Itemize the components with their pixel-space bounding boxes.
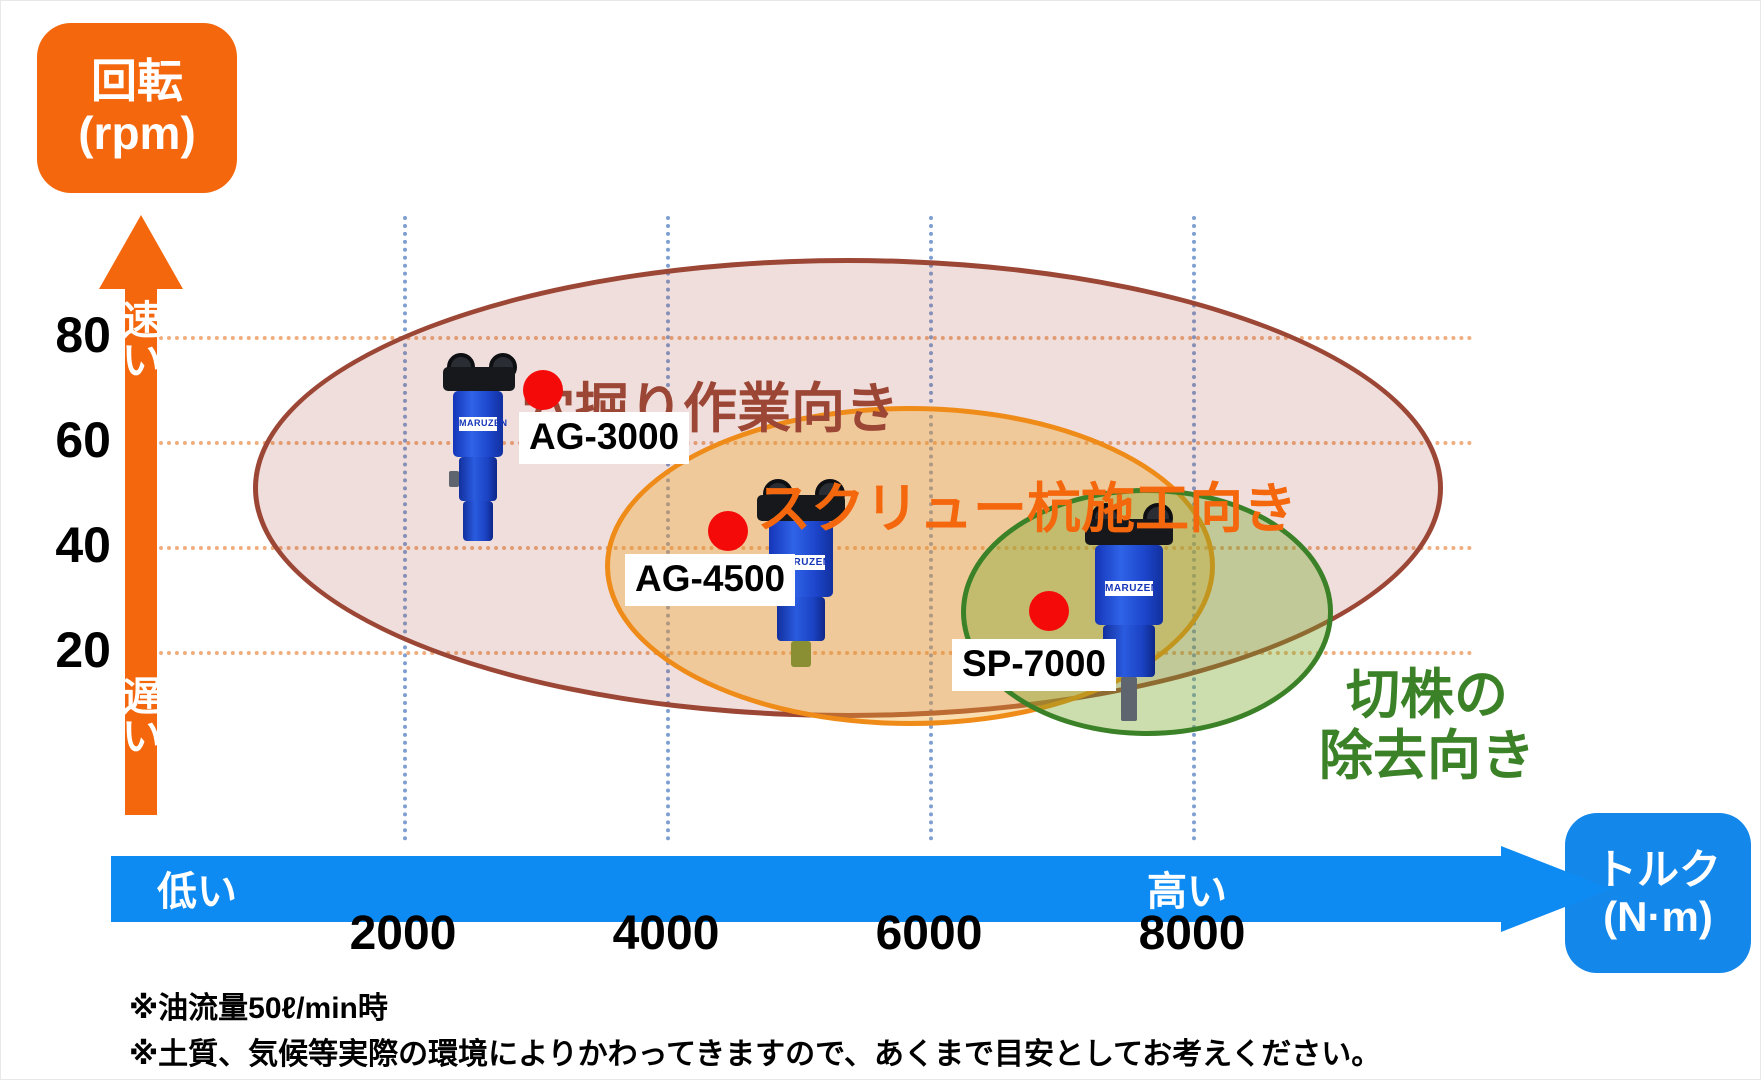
x-tick-4000: 4000 <box>612 907 720 960</box>
data-label-sp-7000: SP-7000 <box>952 639 1116 691</box>
y-axis-fast-word: 速い <box>122 299 162 383</box>
x-tick-6000: 6000 <box>875 907 983 960</box>
footnote-disclaimer: ※土質、気候等実際の環境によりかわってきますので、あくまで目安としてお考えくださ… <box>129 1038 1382 1071</box>
x-axis-low-word: 低い <box>157 870 237 914</box>
zone-title-stump-removal: 切株の 除去向き <box>1319 665 1535 786</box>
machine-illustration-ag-3000: MARUZEN <box>441 353 517 543</box>
y-axis-arrow <box>99 215 183 815</box>
data-point-ag-3000 <box>523 370 563 410</box>
y-tick-40: 40 <box>55 517 111 573</box>
y-axis-label-chip: 回転 (rpm) <box>37 23 237 193</box>
data-label-ag-4500: AG-4500 <box>625 554 796 606</box>
machine-brand: MARUZEN <box>1105 581 1159 596</box>
y-tick-20: 20 <box>55 622 111 678</box>
x-tick-8000: 8000 <box>1138 907 1246 960</box>
y-axis-slow-word: 遅い <box>122 675 162 759</box>
y-axis-label-line1: 回転 <box>91 55 183 108</box>
data-label-ag-3000: AG-3000 <box>519 412 690 464</box>
machine-brand: MARUZEN <box>459 417 507 431</box>
x-axis-arrow <box>111 846 1611 932</box>
y-tick-60: 60 <box>55 412 111 468</box>
zone-title-screw-pile: スクリュー杭施工向き <box>757 479 1297 540</box>
y-tick-80: 80 <box>55 307 111 363</box>
data-point-sp-7000 <box>1029 591 1069 631</box>
x-tick-2000: 2000 <box>349 907 457 960</box>
x-axis-label-line1: トルク <box>1594 845 1721 893</box>
x-axis-high-word: 高い <box>1147 870 1227 914</box>
data-point-ag-4500 <box>708 511 748 551</box>
footnote-oil-flow: ※油流量50ℓ/min時 <box>129 992 388 1025</box>
x-axis-label-line2: (N·m) <box>1603 893 1713 940</box>
y-axis-label-line2: (rpm) <box>78 107 196 159</box>
